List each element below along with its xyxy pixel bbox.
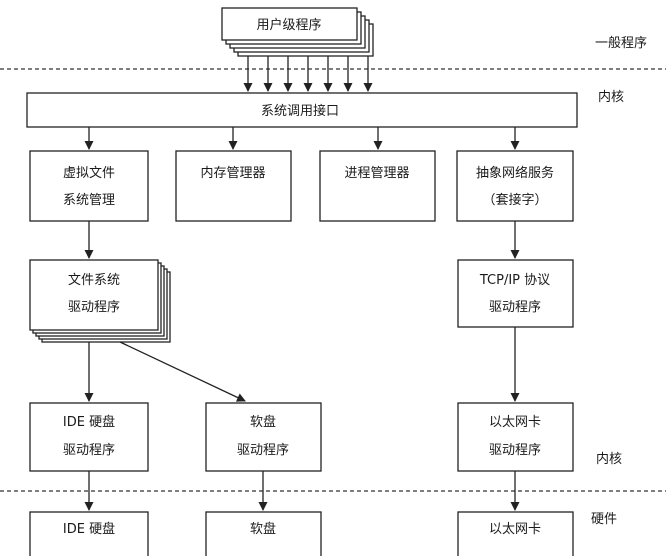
arrow-fs-drivers-to-floppy-driver: [119, 341, 246, 402]
memory-manager-box: [175, 150, 292, 222]
ide-disk-box: [29, 511, 149, 556]
abstract-network-label-line2: （套接字）: [482, 192, 547, 208]
ide-driver-box: [29, 402, 149, 472]
layer-label-hardware: 硬件: [591, 512, 617, 527]
floppy-driver-box: [205, 402, 322, 472]
syscall-interface-box: [26, 92, 578, 128]
ethernet-driver-label-line1: 以太网卡: [489, 415, 541, 430]
vfs-label-line1: 虚拟文件: [63, 166, 115, 181]
process-manager-box: [319, 150, 436, 222]
user-programs-stack: 用户级程序: [221, 7, 374, 57]
fs-drivers-stack: 文件系统 驱动程序: [29, 259, 171, 343]
abstract-network-label-line1: 抽象网络服务: [476, 165, 554, 181]
vfs-box: [29, 150, 149, 222]
syscall-interface-label: 系统调用接口: [261, 103, 339, 119]
floppy-label: 软盘: [250, 521, 276, 537]
ethernet-driver-label-line2: 驱动程序: [489, 443, 541, 458]
fs-drivers-label-line1: 文件系统: [68, 273, 120, 288]
ethernet-card-label: 以太网卡: [489, 522, 541, 537]
tcpip-label-line1: TCP/IP 协议: [479, 273, 550, 288]
ide-disk-label: IDE 硬盘: [63, 521, 115, 537]
memory-manager-label: 内存管理器: [200, 165, 265, 181]
ide-driver-label-line1: IDE 硬盘: [63, 414, 115, 430]
ethernet-driver-box: [457, 402, 574, 472]
process-manager-label: 进程管理器: [344, 166, 409, 181]
user-programs-box: [221, 7, 358, 41]
layer-label-kernel-bottom: 内核: [596, 451, 622, 467]
abstract-network-box: [456, 150, 574, 222]
tcpip-label-line2: 驱动程序: [489, 300, 541, 315]
user-programs-label: 用户级程序: [256, 17, 321, 33]
user-to-syscall-arrows: [243, 56, 373, 92]
fs-drivers-box: [29, 259, 159, 331]
layer-label-kernel-top: 内核: [598, 89, 624, 105]
layer-label-user-space: 一般程序: [595, 35, 647, 51]
floppy-box: [205, 511, 322, 556]
ide-driver-label-line2: 驱动程序: [63, 443, 115, 458]
floppy-driver-label-line2: 驱动程序: [237, 443, 289, 458]
tcpip-box: [457, 259, 574, 328]
ethernet-card-box: [457, 511, 574, 556]
floppy-driver-label-line1: 软盘: [250, 414, 276, 430]
vfs-label-line2: 系统管理: [63, 193, 115, 208]
fs-drivers-label-line2: 驱动程序: [68, 300, 120, 315]
